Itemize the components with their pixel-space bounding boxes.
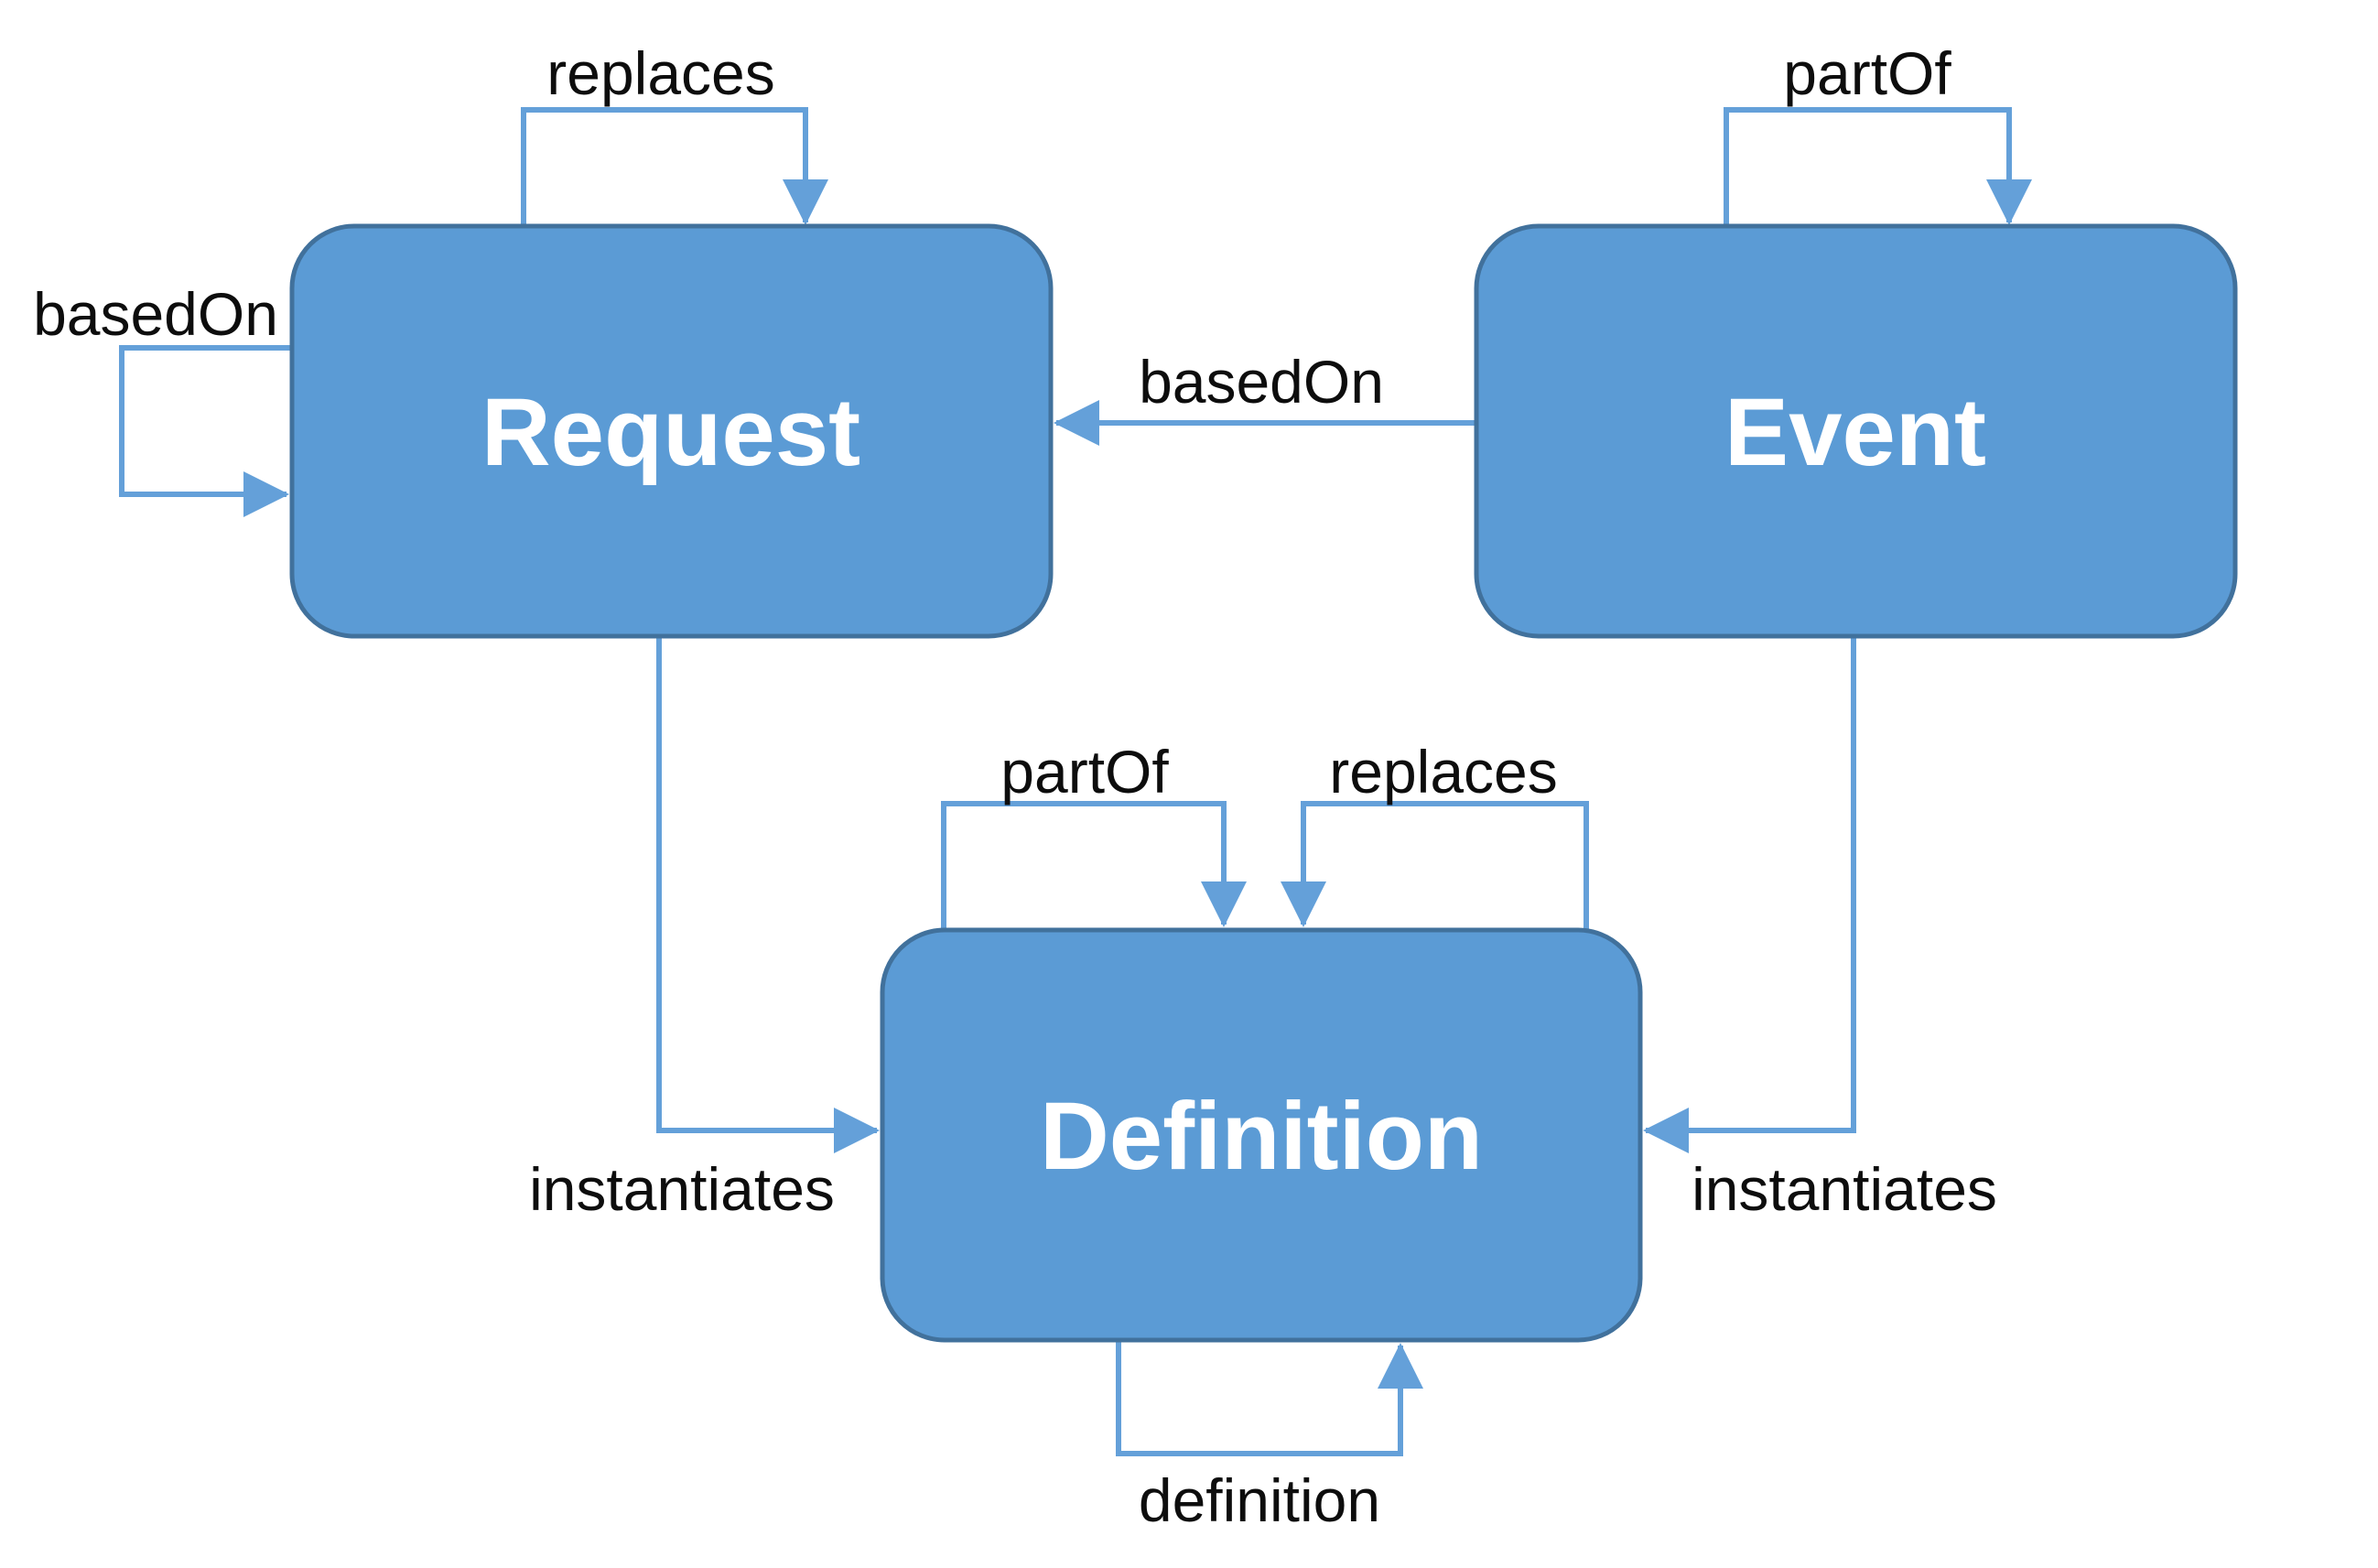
node-request-label: Request [481,379,860,486]
edge-definition-definition-self [1116,1338,1423,1456]
edge-label-definition-replaces: replaces [1329,738,1557,806]
edge-label-definition-definition: definition [1139,1466,1380,1534]
edge-request-instantiates-definition [656,636,881,1153]
node-request [289,223,1054,639]
node-event [1474,223,2238,639]
edge-label-event-instantiates: instantiates [1692,1155,1997,1223]
edge-label-event-partof: partOf [1783,39,1951,107]
edge-definition-partof-self [941,801,1247,932]
edge-label-event-basedon-request: basedOn [1139,348,1384,416]
node-definition [880,927,1643,1343]
edge-label-request-instantiates: instantiates [529,1155,835,1223]
edge-event-instantiates-definition [1642,636,1856,1153]
edge-label-definition-partof: partOf [1000,738,1169,806]
edge-event-partof-self [1724,107,2032,228]
edge-request-replaces-self [521,107,828,228]
edge-label-request-basedon: basedOn [33,280,278,348]
edge-request-basedon-self [119,345,294,517]
edge-definition-replaces-self [1281,801,1589,932]
node-definition-label: Definition [1040,1083,1483,1190]
node-event-label: Event [1724,379,1986,486]
edge-label-request-replaces: replaces [546,39,774,107]
